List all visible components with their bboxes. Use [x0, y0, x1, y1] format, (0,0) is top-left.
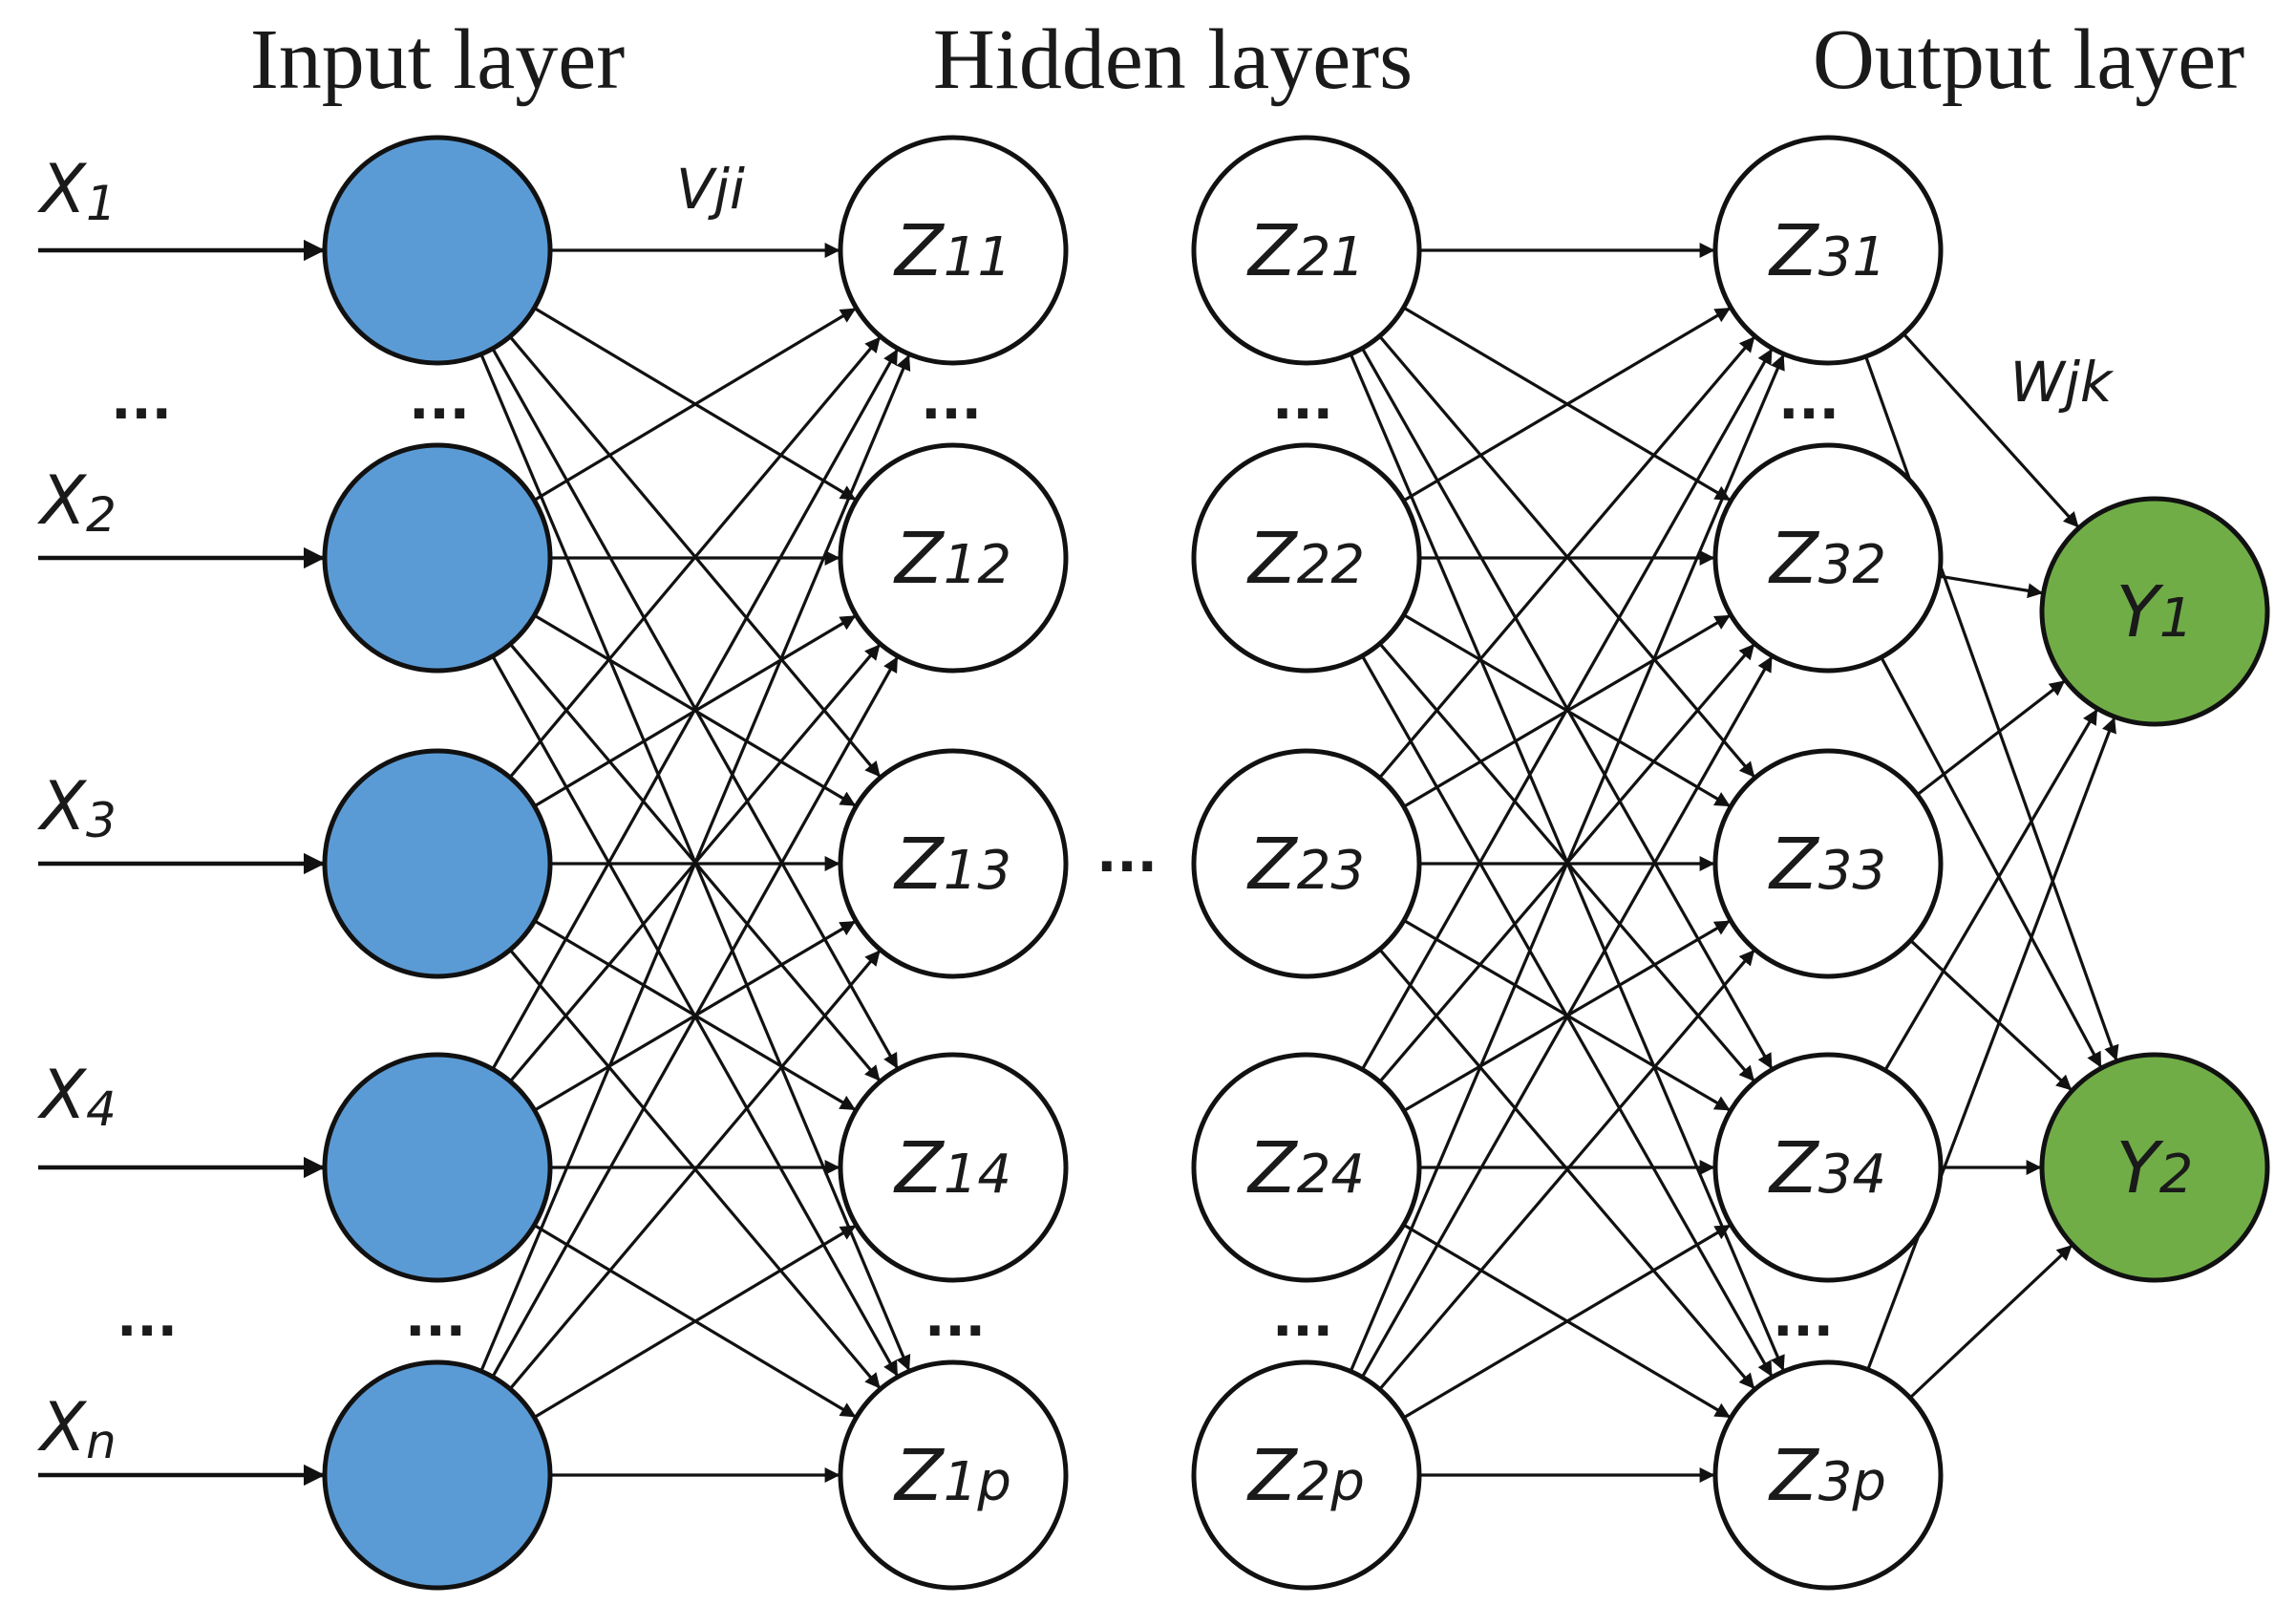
weight-label-wjk: Wjk: [2009, 350, 2114, 415]
ellipsis-input-node-top: ...: [409, 370, 470, 432]
hidden2-node-label-1: Z21: [1246, 210, 1365, 292]
hidden2-node-label-4: Z24: [1246, 1127, 1365, 1209]
edge-h2-5-to-h3-1: [1349, 353, 1785, 1373]
edge-h3-4-to-output1: [1883, 709, 2098, 1072]
hidden3-node-5: [1712, 1359, 1944, 1591]
input-node-4: [322, 1052, 553, 1283]
hidden1-node-label-3: Z13: [893, 824, 1011, 906]
hidden1-node-4: [838, 1052, 1069, 1283]
input-node-3: [322, 748, 553, 979]
hidden2-node-label-5: Z2p: [1246, 1435, 1365, 1517]
edge-h2-3-to-h3-1: [1378, 336, 1755, 780]
edge-h3-5-to-output1: [1866, 717, 2116, 1371]
hidden2-node-3: [1191, 748, 1422, 979]
edge-h3-3-to-output1: [1916, 680, 2066, 797]
ellipsis-input-label-bottom: ...: [117, 1287, 178, 1349]
hidden1-node-3: [838, 748, 1069, 979]
edge-input3-to-h1-1: [508, 336, 881, 779]
ellipsis-hidden3-bottom: ...: [1773, 1287, 1834, 1349]
input-arrows: [38, 239, 326, 1487]
connection-edges: [479, 243, 2119, 1483]
ellipsis-hidden2-top: ...: [1272, 370, 1333, 432]
edge-input5-to-h1-4: [533, 1225, 857, 1419]
hidden2-node-1: [1191, 135, 1422, 366]
hidden2-node-2: [1191, 442, 1422, 674]
hidden3-node-3: [1712, 748, 1944, 979]
edge-h2-5-to-h3-3: [1378, 950, 1755, 1391]
output-node-1: [2039, 496, 2270, 727]
hidden1-node-1: [838, 135, 1069, 366]
edge-input5-to-h1-1: [479, 354, 911, 1372]
hidden1-node-label-5: Z1p: [893, 1435, 1011, 1517]
hidden3-node-label-5: Z3p: [1768, 1435, 1886, 1517]
hidden2-node-label-2: Z22: [1246, 518, 1365, 600]
edge-input2-to-h1-1: [533, 308, 857, 502]
edge-h2-5-to-h3-2: [1360, 655, 1774, 1379]
hidden3-node-label-1: Z31: [1768, 210, 1886, 292]
edge-h3-2-to-output1: [1939, 574, 2044, 599]
output-node-2: [2039, 1052, 2270, 1283]
header-hidden-layers: Hidden layers: [933, 12, 1413, 107]
hidden1-node-label-2: Z12: [893, 518, 1011, 600]
edge-h3-1-to-output2: [1864, 355, 2119, 1061]
hidden3-node-4: [1712, 1052, 1944, 1283]
ellipsis-input-label-top: ...: [111, 370, 172, 432]
hidden3-node-label-4: Z34: [1768, 1127, 1886, 1209]
input-node-2: [322, 442, 553, 674]
input-label-4: X4: [36, 1056, 117, 1137]
hidden3-node-2: [1712, 442, 1944, 674]
header-output-layer: Output layer: [1813, 12, 2244, 107]
hidden2-node-5: [1191, 1359, 1422, 1591]
edge-h3-3-to-output2: [1909, 939, 2073, 1091]
hidden3-node-1: [1712, 135, 1944, 366]
ellipsis-between-hidden-layers: ...: [1096, 823, 1158, 885]
edge-h3-5-to-output2: [1908, 1245, 2073, 1400]
edge-h2-2-to-h3-1: [1402, 307, 1732, 503]
output-node-label-2: Y2: [2116, 1127, 2194, 1209]
edge-h3-2-to-output2: [1880, 656, 2102, 1068]
input-label-5: Xn: [36, 1388, 117, 1469]
output-node-label-1: Y1: [2116, 571, 2194, 653]
ellipsis-input-node-bottom: ...: [405, 1287, 466, 1349]
edge-input5-to-h1-2: [491, 656, 899, 1378]
hidden1-node-label-4: Z14: [893, 1127, 1011, 1209]
weight-label-vji: Vji: [676, 157, 745, 222]
hidden3-node-label-2: Z32: [1768, 518, 1886, 600]
ellipsis-hidden1-top: ...: [921, 370, 982, 432]
input-label-3: X3: [36, 767, 117, 848]
hidden1-node-label-1: Z11: [893, 210, 1011, 292]
edge-h2-5-to-h3-4: [1402, 1224, 1732, 1420]
input-label-1: X1: [36, 150, 117, 231]
hidden1-node-5: [838, 1359, 1069, 1591]
hidden1-node-2: [838, 442, 1069, 674]
edge-h2-4-to-h3-1: [1360, 348, 1774, 1071]
hidden3-node-label-3: Z33: [1768, 824, 1886, 906]
header-input-layer: Input layer: [250, 12, 625, 107]
hidden2-node-4: [1191, 1052, 1422, 1283]
input-node-5: [322, 1359, 553, 1591]
edge-input4-to-h1-1: [491, 349, 899, 1070]
ellipsis-hidden3-top: ...: [1778, 370, 1839, 432]
input-label-2: X2: [36, 461, 117, 543]
ellipsis-hidden2-bottom: ...: [1272, 1287, 1333, 1349]
ellipsis-hidden1-bottom: ...: [925, 1287, 986, 1349]
edge-input5-to-h1-3: [508, 950, 881, 1390]
hidden2-node-label-3: Z23: [1246, 824, 1365, 906]
input-node-1: [322, 135, 553, 366]
edge-h3-1-to-output1: [1902, 332, 2079, 528]
